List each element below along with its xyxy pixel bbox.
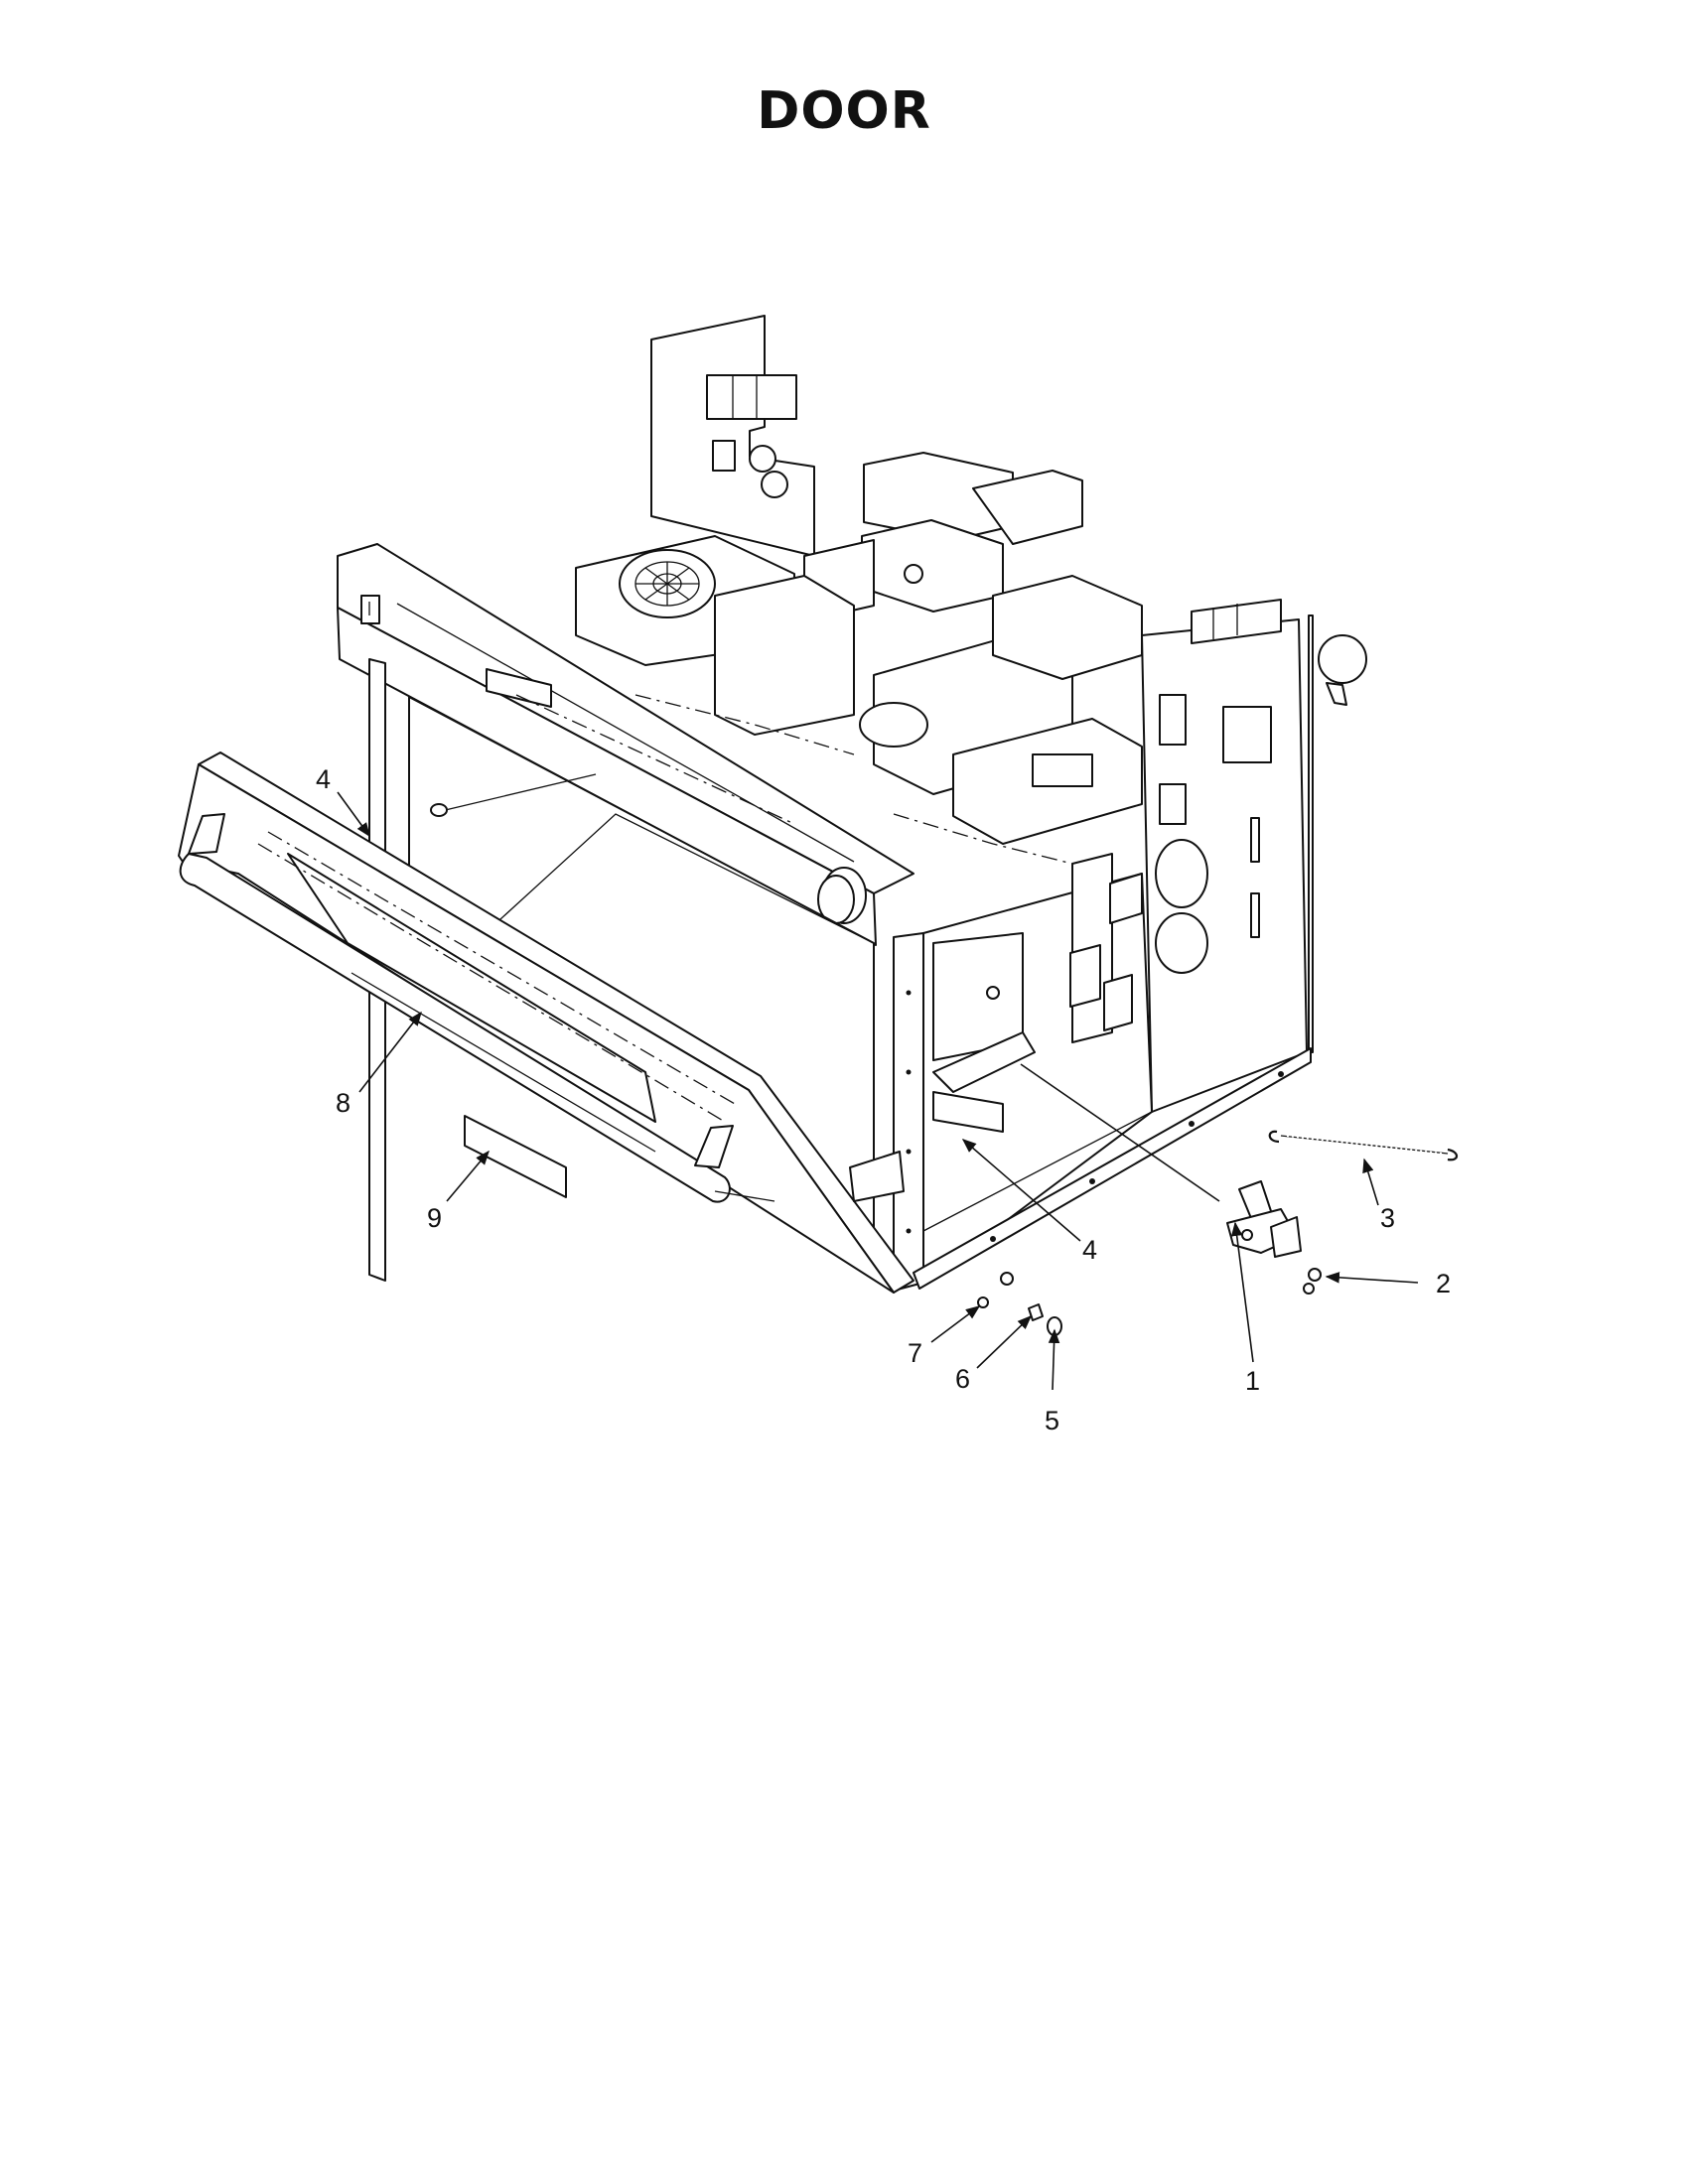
callout-1: 1 [1245,1366,1260,1396]
callout-5: 5 [1045,1406,1059,1435]
callout-8: 8 [336,1088,351,1118]
screws [977,1268,1322,1336]
chassis-rear-assembly [650,315,1367,1113]
door-assembly [178,751,914,1294]
callout-numbers: 1 2 3 4 4 5 6 7 8 9 [316,764,1451,1435]
callout-3: 3 [1380,1203,1395,1233]
callout-6: 6 [955,1364,970,1394]
part-label-9 [464,1115,567,1198]
door-hinge [1226,1180,1302,1258]
leader-lines [337,791,1419,1391]
callout-4-upper: 4 [316,764,331,794]
door-spring [1268,1130,1459,1161]
callout-2: 2 [1436,1269,1451,1298]
callout-7: 7 [908,1338,922,1368]
page-title: DOOR [757,81,931,141]
callout-9: 9 [427,1203,442,1233]
callout-4-lower: 4 [1082,1235,1097,1265]
top-electrical-components [575,535,1143,865]
front-frame-and-cavity [337,543,1312,1292]
